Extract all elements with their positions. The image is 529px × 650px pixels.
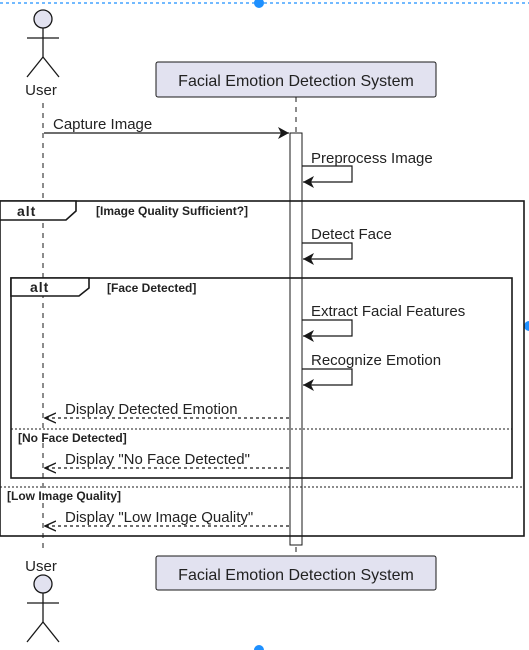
alt-outer-operator: alt — [17, 203, 36, 219]
message-display-no-face-label: Display "No Face Detected" — [65, 451, 250, 468]
user-label-bottom: User — [25, 558, 57, 575]
message-display-no-face[interactable]: Display "No Face Detected" — [45, 451, 289, 468]
message-recognize-emotion-label: Recognize Emotion — [311, 352, 441, 369]
message-display-emotion-label: Display Detected Emotion — [65, 401, 238, 418]
alt-outer-else-guard: [Low Image Quality] — [7, 489, 121, 503]
message-detect-face[interactable]: Detect Face — [302, 226, 392, 265]
message-preprocess-image[interactable]: Preprocess Image — [302, 150, 433, 188]
alt-outer-guard: [Image Quality Sufficient?] — [96, 204, 248, 218]
message-extract-features[interactable]: Extract Facial Features — [302, 303, 465, 342]
user-stick-figure-icon — [33, 574, 53, 594]
message-display-emotion[interactable]: Display Detected Emotion — [45, 401, 289, 418]
selection-handle-right[interactable] — [524, 321, 529, 331]
message-preprocess-image-label: Preprocess Image — [311, 150, 433, 167]
alt-inner-else-guard: [No Face Detected] — [18, 431, 127, 445]
user-stick-figure-icon — [33, 9, 53, 29]
message-recognize-emotion[interactable]: Recognize Emotion — [302, 352, 441, 391]
alt-inner-operator: alt — [30, 279, 49, 295]
message-detect-face-label: Detect Face — [311, 226, 392, 243]
user-label-top: User — [25, 82, 57, 99]
alt-fragment-inner: alt [Face Detected] [No Face Detected] — [10, 277, 513, 479]
system-label-top: Facial Emotion Detection System — [178, 73, 414, 90]
alt-fragment-outer: alt [Image Quality Sufficient?] [Low Ima… — [0, 200, 525, 537]
user-actor-bottom[interactable]: User — [25, 558, 60, 643]
message-capture-image-label: Capture Image — [53, 116, 152, 133]
alt-inner-guard: [Face Detected] — [107, 281, 196, 295]
system-activation-bar — [289, 132, 303, 546]
message-capture-image[interactable]: Capture Image — [44, 116, 289, 139]
system-participant-bottom[interactable]: Facial Emotion Detection System — [155, 555, 437, 591]
message-display-low-quality[interactable]: Display "Low Image Quality" — [45, 509, 289, 526]
message-display-low-quality-label: Display "Low Image Quality" — [65, 509, 253, 526]
system-participant-top[interactable]: Facial Emotion Detection System — [155, 61, 437, 98]
user-actor-top[interactable]: User — [25, 9, 60, 99]
selection-handle-bottom[interactable] — [254, 645, 264, 650]
message-extract-features-label: Extract Facial Features — [311, 303, 465, 320]
system-label-bottom: Facial Emotion Detection System — [178, 567, 414, 584]
selection-handle-top[interactable] — [254, 0, 264, 8]
